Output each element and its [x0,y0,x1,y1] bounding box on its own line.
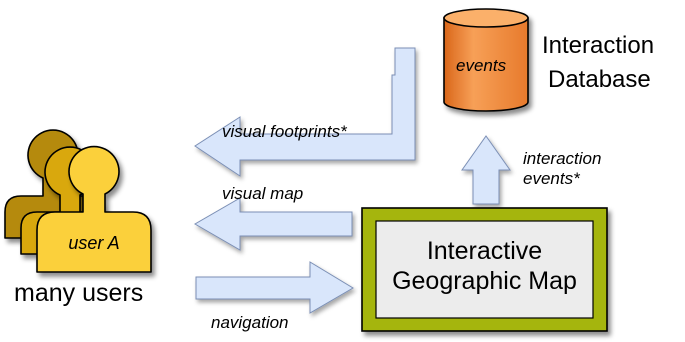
database-cylinder-label: events [456,56,507,75]
interaction-events-arrow [461,135,511,205]
visual-footprints-arrow [194,47,416,177]
map-box-label-line1: Interactive [426,237,543,265]
user-a-label: user A [68,233,120,253]
users-caption: many users [14,279,144,307]
user-front [36,145,152,273]
interaction-events-label-line1: interaction [523,149,602,168]
visual-map-arrow [194,197,353,251]
navigation-label: navigation [211,313,289,332]
visual-footprints-label: visual footprints* [222,122,347,141]
database-cylinder [443,8,529,112]
database-caption-line1: Interaction [542,32,655,59]
map-box-label-line2: Geographic Map [392,267,577,295]
visual-map-label: visual map [222,184,304,203]
map-box-frame [361,207,608,332]
navigation-arrow [195,261,354,314]
database-caption-line2: Database [548,66,651,93]
interaction-events-label-line2: events* [523,169,580,188]
